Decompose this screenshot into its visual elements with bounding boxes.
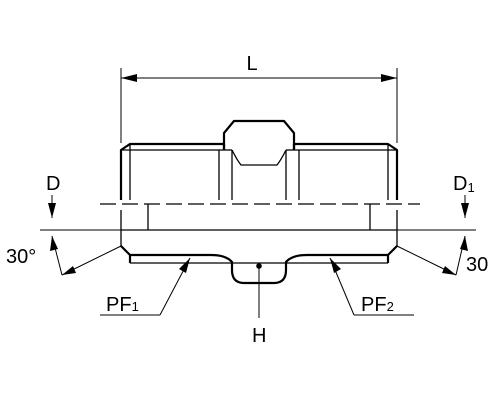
thread-right-callout: PF2 (329, 257, 414, 316)
hex-callout: H (252, 266, 266, 347)
thread-right-label: PF2 (361, 294, 394, 316)
hex-nut (218, 119, 300, 200)
angle-right-label: 30 (466, 254, 488, 276)
thread-left-label: PF1 (106, 294, 139, 316)
thread-left-callout: PF1 (100, 257, 191, 316)
hex-label: H (252, 325, 266, 347)
length-label: L (246, 53, 257, 75)
left-diameter-dimension: D 30° (6, 173, 122, 276)
diameter-left-label: D (46, 173, 60, 195)
length-dimension: L (120, 53, 398, 143)
right-diameter-dimension: D1 30 (396, 173, 488, 276)
bore (120, 204, 398, 246)
angle-left-label: 30° (6, 246, 36, 268)
left-thread (119, 142, 226, 200)
diameter-right-label: D1 (453, 173, 475, 195)
lower-thread (120, 245, 398, 285)
right-thread (292, 142, 399, 200)
